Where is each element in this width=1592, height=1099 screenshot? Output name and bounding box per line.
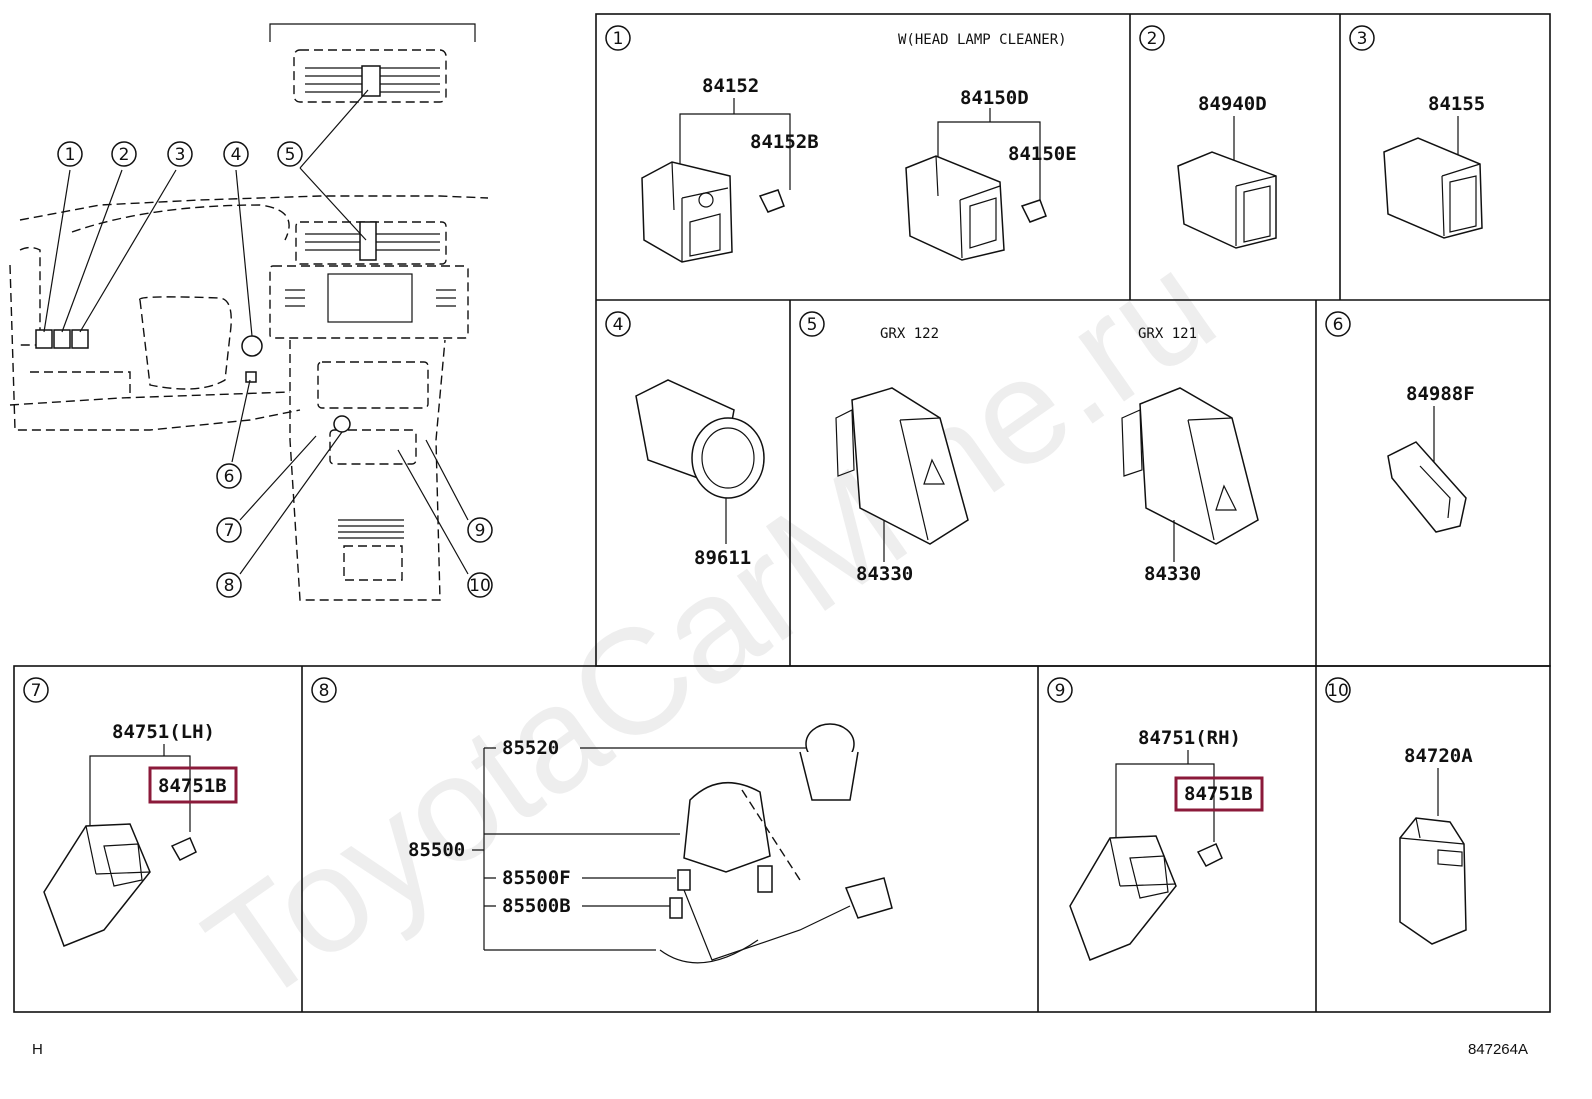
panel-10: 10 84720A bbox=[1325, 677, 1473, 945]
part-label: 84155 bbox=[1428, 93, 1485, 115]
callout-5: 5 bbox=[285, 145, 296, 165]
part-label: 84988F bbox=[1406, 383, 1475, 405]
callout-2: 2 bbox=[119, 145, 130, 165]
part-label: 85500B bbox=[502, 895, 571, 917]
highlight-box bbox=[148, 766, 238, 804]
callout-9: 9 bbox=[475, 521, 486, 541]
footer-right: 847264A bbox=[1468, 1041, 1528, 1058]
callout-10: 10 bbox=[469, 576, 491, 596]
panel-grid bbox=[13, 13, 1551, 1013]
panel-3: 3 84155 bbox=[1349, 25, 1485, 239]
part-label: 84152B bbox=[750, 131, 819, 153]
panel-7: 7 84751(LH) 84751B bbox=[23, 677, 238, 947]
callout-8: 8 bbox=[224, 576, 235, 596]
power-outlet-drawing bbox=[659, 723, 893, 964]
footer-left: H bbox=[32, 1041, 43, 1058]
switch-drawing bbox=[1177, 151, 1277, 249]
panel-number: 2 bbox=[1147, 29, 1158, 49]
dashboard-overview bbox=[9, 23, 489, 601]
callout-7: 7 bbox=[224, 521, 235, 541]
hazard-switch-drawing bbox=[835, 387, 969, 545]
panel-5: 5 GRX 122 GRX 121 84330 84330 bbox=[799, 311, 1259, 585]
overview-callouts: 1 2 3 4 5 6 7 8 9 10 bbox=[57, 141, 493, 598]
callout-6: 6 bbox=[224, 467, 235, 487]
panel-9: 9 84751(RH) 84751B bbox=[1047, 677, 1264, 961]
part-label: 84330 bbox=[1144, 563, 1201, 585]
switch-drawing bbox=[1383, 137, 1483, 239]
panel-2: 2 84940D bbox=[1139, 25, 1277, 249]
panel-8: 8 85520 85500 85500F 85500B bbox=[311, 677, 893, 964]
panel-number: 10 bbox=[1327, 681, 1349, 701]
panel-number: 8 bbox=[319, 681, 330, 701]
push-start-button-drawing bbox=[635, 379, 765, 499]
panel-note: W(HEAD LAMP CLEANER) bbox=[898, 32, 1067, 48]
panel-1: 1 W(HEAD LAMP CLEANER) 84152 84152B 8415… bbox=[605, 25, 1077, 263]
panel-number: 3 bbox=[1357, 29, 1368, 49]
part-label: 84330 bbox=[856, 563, 913, 585]
variant-label: GRX 121 bbox=[1138, 326, 1197, 342]
panel-number: 9 bbox=[1055, 681, 1066, 701]
panel-4: 4 89611 bbox=[605, 311, 765, 569]
mirror-switch-drawing bbox=[43, 823, 197, 947]
part-label-highlighted: 84751B bbox=[1184, 783, 1253, 805]
highlight-box bbox=[1174, 776, 1264, 812]
panel-number: 7 bbox=[31, 681, 42, 701]
callout-3: 3 bbox=[175, 145, 186, 165]
part-label: 84720A bbox=[1404, 745, 1473, 767]
callout-4: 4 bbox=[231, 145, 242, 165]
mirror-switch-drawing bbox=[1069, 835, 1223, 961]
panel-number: 4 bbox=[613, 315, 624, 335]
part-label: 84751(LH) bbox=[112, 721, 215, 743]
part-label-highlighted: 84751B bbox=[158, 775, 227, 797]
part-label: 85520 bbox=[502, 737, 559, 759]
connector-drawing bbox=[1387, 441, 1467, 533]
vent-detail bbox=[293, 49, 447, 103]
hazard-switch-drawing bbox=[1121, 387, 1259, 545]
switch-drawing bbox=[1399, 817, 1467, 945]
part-label: 89611 bbox=[694, 547, 751, 569]
part-label: 84150D bbox=[960, 87, 1029, 109]
part-label: 84150E bbox=[1008, 143, 1077, 165]
part-label: 85500 bbox=[408, 839, 465, 861]
headlamp-cleaner-switch-drawing bbox=[905, 155, 1047, 261]
headlamp-leveling-switch-drawing bbox=[641, 161, 785, 263]
panel-number: 6 bbox=[1333, 315, 1344, 335]
variant-label: GRX 122 bbox=[880, 326, 939, 342]
part-label: 84751(RH) bbox=[1138, 727, 1241, 749]
part-label: 84940D bbox=[1198, 93, 1267, 115]
callout-1: 1 bbox=[65, 145, 76, 165]
panel-6: 6 84988F bbox=[1325, 311, 1475, 533]
part-label: 85500F bbox=[502, 867, 571, 889]
panel-number: 1 bbox=[613, 29, 624, 49]
part-label: 84152 bbox=[702, 75, 759, 97]
panel-number: 5 bbox=[807, 315, 818, 335]
